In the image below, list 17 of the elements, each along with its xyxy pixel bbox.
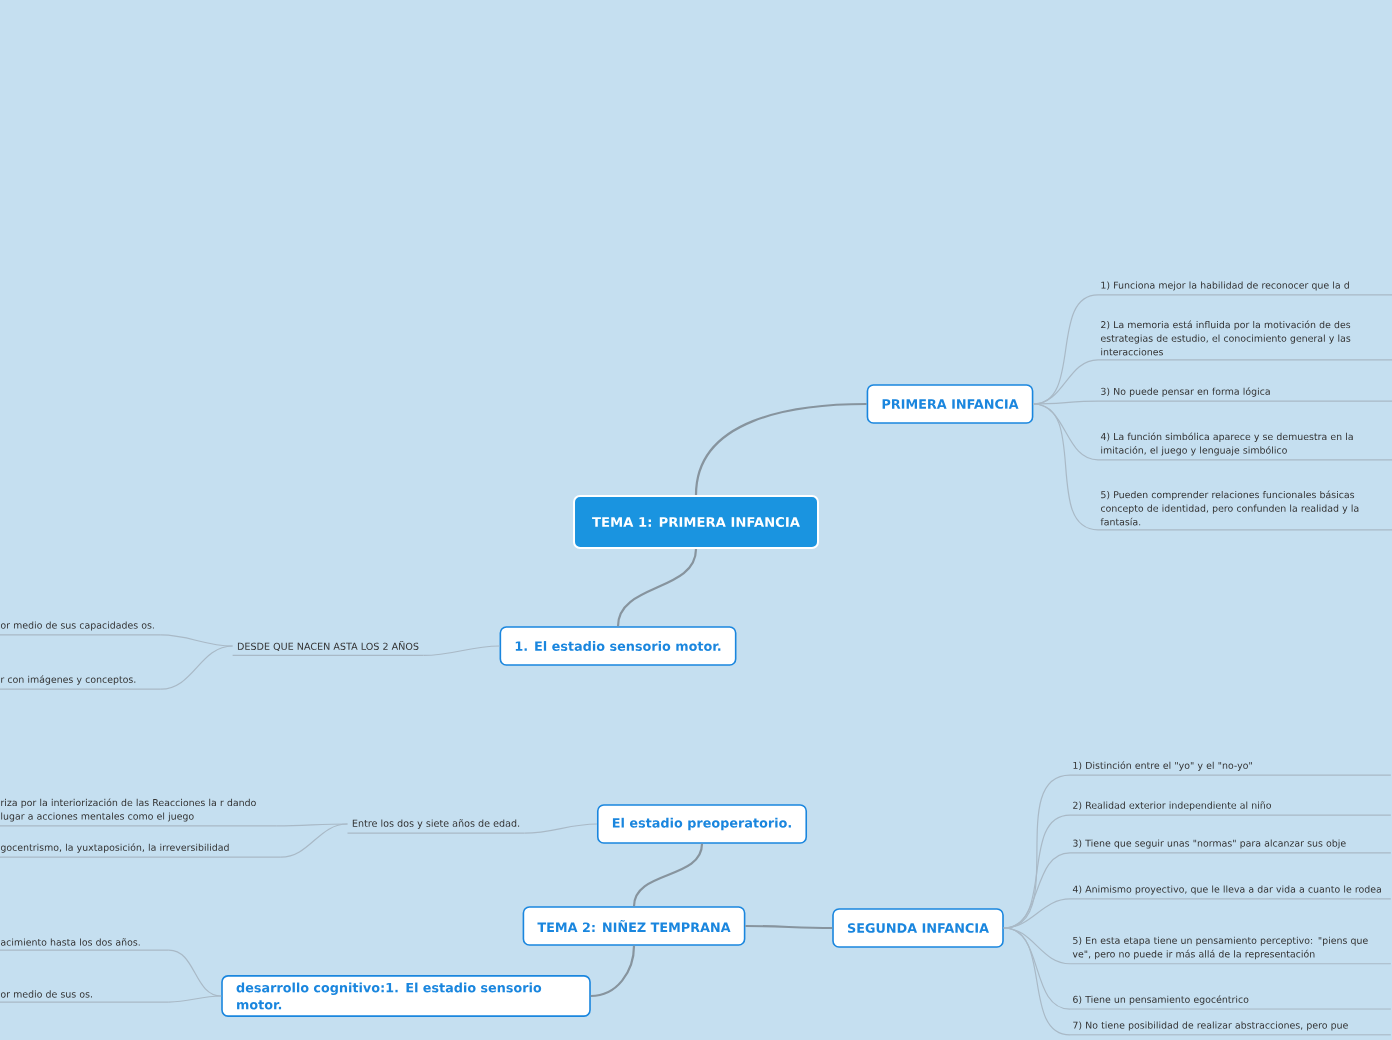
connector-line (1032, 400, 1099, 405)
connector-line (745, 924, 833, 930)
connector-line (422, 645, 501, 657)
connector-line (616, 548, 698, 627)
connector-line (160, 634, 234, 647)
connector-line (168, 995, 222, 1003)
connector-line (590, 945, 636, 998)
connector-line (1003, 898, 1071, 929)
connector-line (694, 402, 867, 496)
connector-line (160, 645, 234, 690)
connector-line (168, 949, 222, 997)
connector-line (276, 823, 349, 827)
connector-line (1003, 927, 1071, 1036)
connector-line (280, 823, 349, 858)
connector-line (1032, 403, 1099, 531)
connector-line (523, 823, 598, 834)
connector-line (632, 843, 704, 907)
